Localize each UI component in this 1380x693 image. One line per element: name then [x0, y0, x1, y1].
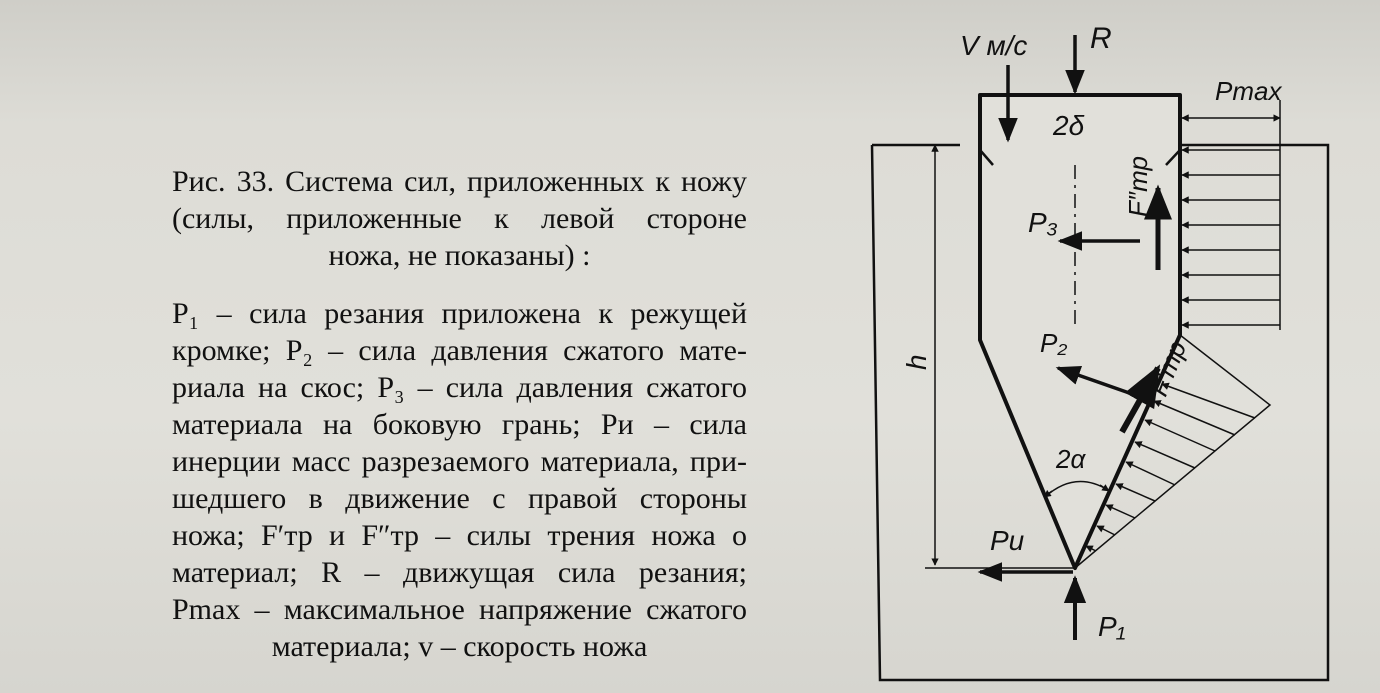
bevel-pressure-envelope [1074, 333, 1272, 569]
bevel-pressure-label: P₂ [1040, 328, 1067, 358]
side-pressure-label: P₃ [1028, 207, 1058, 238]
material-outline [870, 143, 1330, 682]
knife-bevel-line-right [1165, 149, 1181, 166]
legend-line-6: шедшего в движение с правой стороны [172, 482, 747, 515]
legend-line-10: материала; v – скорость ножа [271, 630, 648, 663]
knife-bevel-line-left [979, 149, 994, 166]
side-pressure-arrows [1181, 146, 1280, 329]
legend-line-4: материала на боковую грань; Pи – сила [172, 408, 747, 441]
legend-line-3: риала на скос; P₃ – сила давления сжатог… [172, 371, 747, 404]
angle-arc-arrow-left [1043, 489, 1053, 498]
cutting-force-label: P₁ [1098, 611, 1126, 642]
legend-line-5: инерции масс разрезаемого материала, при… [172, 445, 747, 478]
width-label: 2δ [1052, 110, 1085, 141]
velocity-label: V м/с [960, 30, 1027, 61]
friction-lower-arrow [1119, 364, 1161, 434]
angle-label: 2α [1055, 444, 1086, 474]
knife-force-diagram: V м/с R 2δ Pmax h P₃ F″тр P₂ [870, 22, 1330, 682]
drive-force-label: R [1090, 22, 1112, 55]
legend-line-2: кромке; P₂ – сила давления сжатого мате- [172, 334, 747, 367]
caption-title-line-2: (силы, приложенные к левой стороне [172, 202, 747, 235]
bevel-pressure-arrows [1085, 382, 1256, 553]
legend-line-7: ножа; F′тр и F″тр – силы трения ножа о [172, 519, 747, 552]
caption-title-line-3: ножа, не показаны) : [328, 239, 591, 272]
bevel-pressure-arrow [1055, 366, 1136, 397]
friction-upper-label: F″тр [1123, 156, 1153, 217]
caption-title-line-1: Рис. 33. Система сил, приложенных к ножу [172, 165, 747, 198]
pmax-label: Pmax [1215, 76, 1282, 106]
height-label: h [901, 354, 932, 370]
legend-line-8: материал; R – движущая сила резания; [172, 556, 747, 589]
inertia-label: Pи [990, 525, 1025, 556]
legend-line-9: Pmax – максимальное напряжение сжатого [172, 593, 747, 626]
figure-caption: Рис. 33. Система сил, приложенных к ножу… [172, 163, 747, 665]
angle-arc-arrow-right [1099, 484, 1110, 492]
legend-line-1: P₁ – сила резания приложена к режущей [172, 297, 747, 330]
